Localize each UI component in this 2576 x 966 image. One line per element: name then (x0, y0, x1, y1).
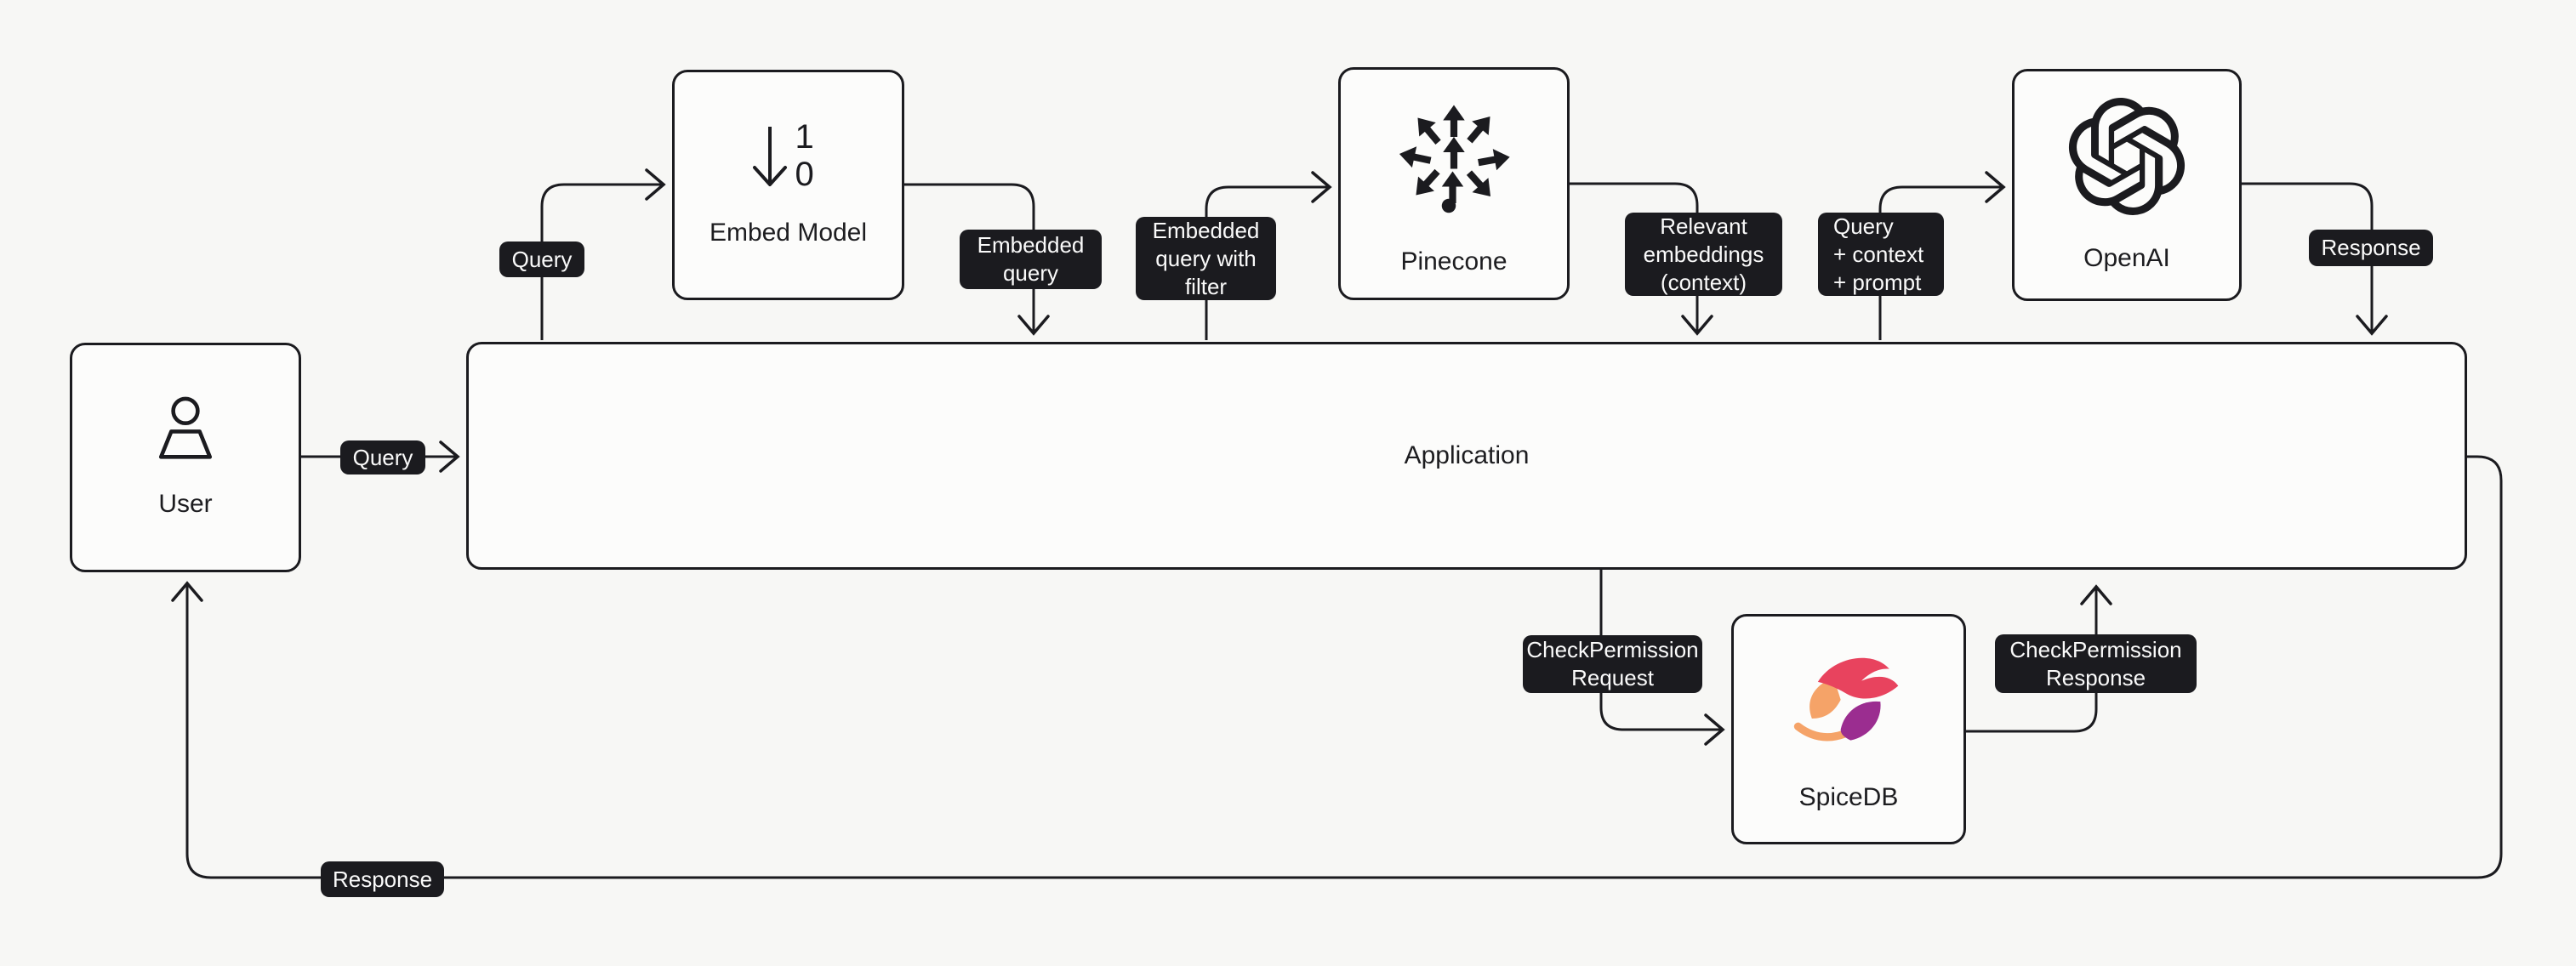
edge-application-to-spicedb (1599, 570, 1725, 746)
edge-label-relevant-embeddings-context: Relevant embeddings (context) (1625, 213, 1782, 296)
pinecone-node: Pinecone (1338, 67, 1570, 300)
edge-label-line: (context) (1660, 269, 1747, 295)
edge-label-line: embeddings (1643, 241, 1764, 267)
application-node: Application (466, 342, 2467, 570)
binary-digit-one: 1 (795, 117, 814, 156)
edge-label-line: Embedded (1152, 217, 1260, 243)
edge-label-line: + prompt (1833, 269, 1922, 295)
edge-application-to-user-response-loop (171, 455, 2503, 879)
edge-label-query-app-to-embed: Query (499, 242, 584, 277)
edge-label-checkpermission-response: CheckPermission Response (1995, 634, 2197, 693)
spicedb-logo-icon (1793, 657, 1899, 741)
down-arrow-icon (752, 126, 787, 186)
edge-label-line: CheckPermission (2009, 636, 2182, 662)
edge-label-query-context-prompt: Query + context + prompt (1818, 213, 1944, 296)
edge-label-line: Response (2321, 235, 2421, 260)
spicedb-node: SpiceDB (1731, 614, 1966, 844)
application-node-label: Application (1404, 441, 1530, 469)
embed-model-node: 1 0 Embed Model (672, 70, 904, 300)
edge-label-response-app-to-user: Response (321, 861, 444, 897)
openai-node: OpenAI (2012, 69, 2242, 301)
user-node-label: User (158, 490, 213, 518)
edge-label-line: query with (1155, 245, 1257, 271)
edge-application-to-embed-model (540, 168, 666, 340)
edge-label-query-user-to-app: Query (340, 440, 425, 474)
binary-digit-zero: 0 (795, 155, 814, 193)
edge-label-line: Response (332, 866, 433, 892)
edge-pinecone-to-application (1570, 182, 1713, 336)
edge-label-checkpermission-request: CheckPermission Request (1523, 635, 1702, 693)
edge-label-line: Query (352, 444, 413, 470)
edge-spicedb-to-application (1966, 584, 2112, 733)
edge-label-embedded-query-with-filter: Embedded query with filter (1136, 217, 1276, 300)
user-node: User (70, 343, 301, 572)
edge-label-line: Query (1833, 213, 1894, 239)
edge-label-line: Embedded (977, 232, 1085, 258)
edge-application-to-pinecone (1205, 171, 1332, 340)
edge-label-embedded-query: Embedded query (960, 230, 1102, 289)
edge-label-line: filter (1184, 273, 1228, 299)
spicedb-node-label: SpiceDB (1798, 782, 1899, 811)
edge-openai-to-application (2242, 182, 2388, 336)
edge-label-line: CheckPermission (1526, 637, 1699, 662)
edge-label-response-openai-to-app: Response (2309, 230, 2433, 266)
embed-model-node-label: Embed Model (709, 218, 868, 247)
pinecone-logo-icon (1390, 91, 1518, 213)
binary-down-arrow-icon: 1 0 (748, 117, 829, 193)
edge-label-line: Request (1571, 665, 1654, 690)
edge-application-to-openai (1878, 171, 2006, 340)
edge-label-line: + context (1833, 241, 1924, 267)
openai-node-label: OpenAI (2083, 243, 2170, 272)
edge-label-line: Query (511, 246, 573, 272)
person-icon (158, 396, 213, 459)
edge-label-line: Relevant (1660, 213, 1747, 239)
edge-label-line: query (1002, 260, 1059, 286)
edge-embed-model-to-application (904, 183, 1050, 336)
openai-logo-icon (2068, 97, 2186, 215)
pinecone-node-label: Pinecone (1400, 247, 1507, 276)
edge-label-line: Response (2045, 664, 2146, 690)
